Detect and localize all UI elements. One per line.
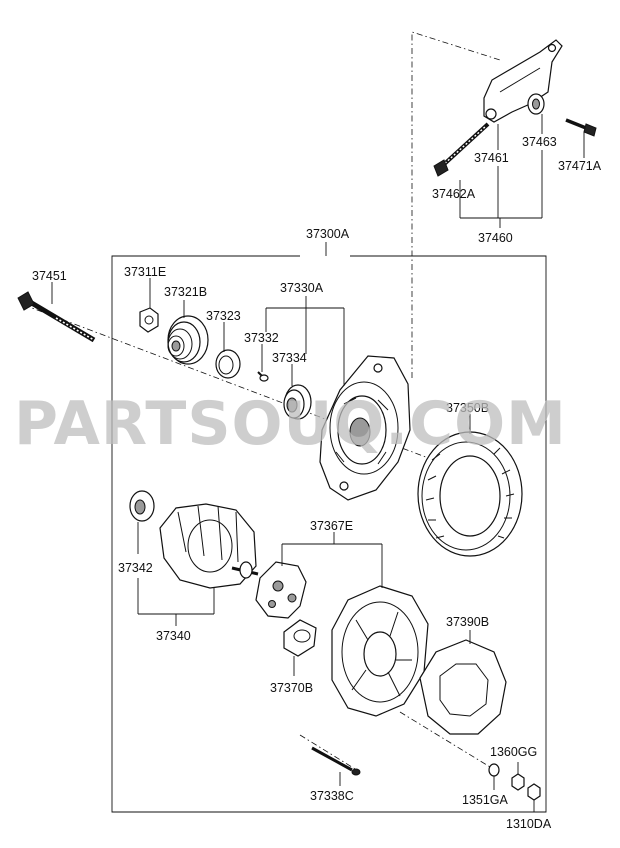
pulley-37321B[interactable] xyxy=(167,315,209,365)
rotor-37340[interactable] xyxy=(159,503,259,589)
bearing-37342[interactable] xyxy=(129,490,155,522)
rear-cover-37390B[interactable] xyxy=(419,639,507,735)
label-37462A[interactable]: 37462A xyxy=(432,187,476,201)
label-37463[interactable]: 37463 xyxy=(522,135,557,149)
nut-37311E[interactable] xyxy=(139,307,159,333)
label-37330A[interactable]: 37330A xyxy=(280,281,324,295)
label-37471A[interactable]: 37471A xyxy=(558,159,602,173)
rear-housing[interactable] xyxy=(331,585,429,717)
label-37321B[interactable]: 37321B xyxy=(164,285,207,299)
label-37311E[interactable]: 37311E xyxy=(124,265,166,279)
watermark: PARTSOUQ.COM xyxy=(14,389,567,459)
label-37370B[interactable]: 37370B xyxy=(270,681,313,695)
label-37332[interactable]: 37332 xyxy=(244,331,279,345)
label-37461[interactable]: 37461 xyxy=(474,151,509,165)
label-37451[interactable]: 37451 xyxy=(32,269,67,283)
regulator-37370B[interactable] xyxy=(283,619,317,657)
bolt-37451[interactable] xyxy=(17,291,96,343)
bearing-37334[interactable] xyxy=(283,384,312,420)
spacer-37323[interactable] xyxy=(215,349,241,379)
leader-lines xyxy=(51,114,585,812)
stator-37350B[interactable] xyxy=(417,431,523,557)
label-37323[interactable]: 37323 xyxy=(206,309,241,323)
label-37338C[interactable]: 37338C xyxy=(310,789,354,803)
label-37367E[interactable]: 37367E xyxy=(310,519,353,533)
label-1360GG[interactable]: 1360GG xyxy=(490,745,537,759)
label-37350B[interactable]: 37350B xyxy=(446,401,489,415)
washer-1351GA[interactable] xyxy=(488,763,500,777)
nut-1360GG[interactable] xyxy=(511,773,525,791)
label-37390B[interactable]: 37390B xyxy=(446,615,489,629)
label-37342[interactable]: 37342 xyxy=(118,561,153,575)
through-bolt-37338C[interactable] xyxy=(311,746,361,776)
part-labels: 37461 37463 37471A 37462A 37460 37300A 3… xyxy=(32,135,602,831)
assembly-frame xyxy=(111,255,547,813)
screw-37332[interactable] xyxy=(257,371,269,382)
bolt-37462A[interactable] xyxy=(433,122,490,177)
nut-1310DA[interactable] xyxy=(527,783,541,801)
bushing-37463[interactable] xyxy=(527,93,545,115)
label-37460[interactable]: 37460 xyxy=(478,231,513,245)
label-37334[interactable]: 37334 xyxy=(272,351,307,365)
bracket-37461[interactable] xyxy=(483,39,563,123)
label-1351GA[interactable]: 1351GA xyxy=(462,793,509,807)
bolt-37471A[interactable] xyxy=(565,118,597,137)
label-37340[interactable]: 37340 xyxy=(156,629,191,643)
label-1310DA[interactable]: 1310DA xyxy=(506,817,552,831)
rectifier-37367E[interactable] xyxy=(255,561,307,619)
front-housing-37330A[interactable] xyxy=(319,355,411,501)
label-37300A[interactable]: 37300A xyxy=(306,227,350,241)
